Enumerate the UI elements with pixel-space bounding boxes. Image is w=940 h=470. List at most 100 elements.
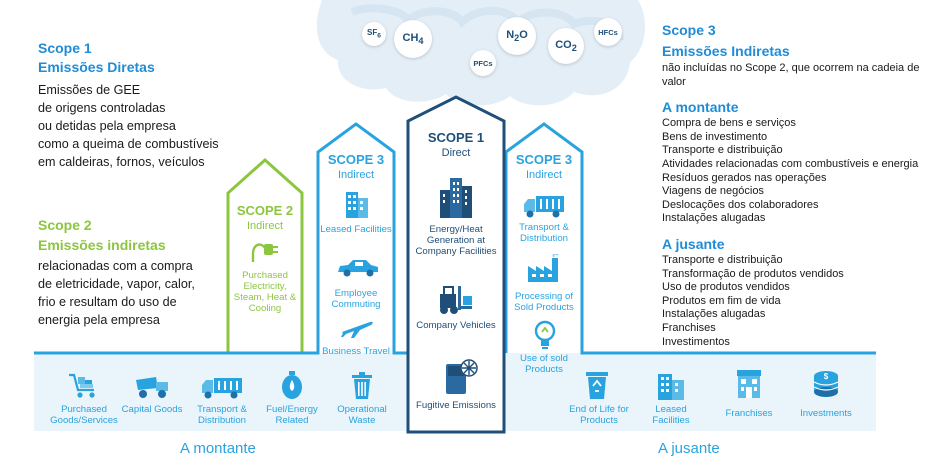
scope3-upstream-pillar: [34, 122, 410, 355]
scope2-description: Scope 2 Emissões indiretas relacionadas …: [38, 217, 238, 329]
scope2-line: de eletricidade, vapor, calor,: [38, 277, 195, 291]
scope3-description: Scope 3 Emissões Indiretas não incluídas…: [662, 22, 934, 349]
upstream-item: Instalações alugadas: [662, 212, 766, 225]
downstream-item: Produtos em fim de vida: [662, 294, 781, 307]
downstream-footer: A jusante: [658, 440, 720, 457]
upstream-item: Deslocações dos colaboradores: [662, 198, 819, 211]
ch4-bubble: CH4: [394, 20, 432, 58]
ghg-cloud: SF6 CH4 N2O CO2 HFCs PFCs: [312, 0, 648, 108]
dump-truck-icon: [136, 377, 168, 398]
scope1-header: SCOPE 1 Direct: [408, 130, 504, 159]
use-sold-products-label: Use of sold Products: [520, 353, 568, 375]
upstream-item: Bens de investimento: [662, 130, 768, 143]
scope3down-pillar-sub: Indirect: [525, 169, 563, 181]
scope2-line: frio e resultam do uso de: [38, 295, 177, 309]
storefront-icon: [737, 370, 761, 398]
upstream-item: Resíduos gerados nas operações: [662, 171, 827, 184]
delivery-truck-icon: [524, 196, 564, 218]
scope3-intro: não incluídas no Scope 2, que ocorrem na…: [662, 62, 920, 88]
leased-facilities-icon: [346, 192, 368, 218]
n2o-bubble: N2O: [498, 17, 536, 55]
scope2-body: relacionadas com a compra de eletricidad…: [38, 257, 238, 329]
upstream-list: Compra de bens e serviços Bens de invest…: [662, 117, 934, 226]
scope3up-pillar-title: SCOPE 3: [327, 152, 385, 167]
scope3up-header: SCOPE 3 Indirect: [318, 152, 394, 181]
business-travel-label: Business Travel: [322, 346, 390, 357]
franchises-label: Franchises: [725, 408, 773, 419]
leased-building-icon: [658, 374, 684, 400]
scope3-subtitle: Emissões Indiretas: [662, 43, 790, 59]
scope2-pillar-title: SCOPE 2: [236, 203, 294, 218]
scope1-pillar-title: SCOPE 1: [427, 130, 485, 145]
scope2-line: relacionadas com a compra: [38, 259, 193, 273]
trash-bin-icon: [352, 372, 372, 399]
n2o-label: N2O: [506, 28, 528, 44]
pfcs-bubble: PFCs: [470, 50, 496, 76]
scope1-description: Scope 1 Emissões Diretas Emissões de GEE…: [38, 40, 258, 171]
scope1-subtitle: Emissões Diretas: [38, 59, 155, 75]
scope1-pillar: [406, 95, 506, 434]
fugitive-emissions-icon: [446, 359, 478, 394]
scope1-title: Scope 1: [38, 40, 92, 56]
scope1-line: em caldeiras, fornos, veículos: [38, 155, 205, 169]
scope3-downstream-pillar: [504, 122, 876, 355]
hfcs-bubble: HFCs: [594, 18, 622, 46]
airplane-icon: [341, 321, 373, 338]
hfcs-label: HFCs: [598, 27, 618, 37]
scope3up-pillar-sub: Indirect: [337, 169, 375, 181]
leased-facilities-downstream-label: Leased Facilities: [652, 404, 690, 426]
co2-label: CO2: [555, 38, 577, 54]
downstream-heading: A jusante: [662, 235, 725, 252]
investments-label: Investments: [800, 408, 852, 419]
scope2-header: SCOPE 2 Indirect: [228, 203, 302, 232]
downstream-item: Franchises: [662, 321, 716, 334]
operational-waste-label: Operational Waste: [337, 404, 387, 426]
upstream-item: Transporte e distribuição: [662, 144, 783, 157]
downstream-item: Transformação de produtos vendidos: [662, 267, 844, 280]
office-buildings-icon: [440, 178, 472, 218]
investments-coins-icon: $: [813, 371, 839, 397]
scope1-pillar-sub: Direct: [441, 147, 471, 159]
lightbulb-icon: [534, 320, 556, 349]
transport-distribution-upstream-label: Transport & Distribution: [197, 404, 247, 426]
forklift-icon: [440, 286, 472, 314]
scope1-body: Emissões de GEE de origens controladas o…: [38, 81, 258, 171]
factory-icon: [528, 254, 559, 282]
downstream-item: Instalações alugadas: [662, 308, 766, 321]
transport-truck-icon: [202, 378, 242, 399]
scope2-pillar-sub: Indirect: [246, 220, 284, 232]
gas-tank-icon: [282, 371, 302, 399]
capital-goods-label: Capital Goods: [121, 404, 183, 415]
upstream-footer: A montante: [180, 440, 256, 457]
downstream-item: Investimentos: [662, 335, 730, 348]
shopping-cart-icon: [69, 373, 95, 398]
scope1-line: ou detidas pela empresa: [38, 119, 176, 133]
scope2-title: Scope 2: [38, 217, 92, 233]
pfcs-label: PFCs: [473, 58, 493, 68]
company-vehicles-label: Company Vehicles: [416, 320, 496, 331]
end-of-life-label: End of Life for Products: [569, 404, 629, 426]
sf6-bubble: SF6: [362, 22, 386, 46]
scope3down-pillar-title: SCOPE 3: [515, 152, 573, 167]
processing-sold-products-label: Processing of Sold Products: [514, 291, 574, 313]
fugitive-emissions-label: Fugitive Emissions: [416, 400, 496, 411]
scope2-label: Purchased Electricity, Steam, Heat & Coo…: [233, 270, 297, 314]
ch4-label: CH4: [402, 31, 424, 47]
employee-commuting-label: Employee Commuting: [331, 288, 381, 310]
scope2-line: energia pela empresa: [38, 313, 160, 327]
car-icon: [338, 260, 378, 277]
downstream-item: Transporte e distribuição: [662, 253, 783, 266]
downstream-item: Uso de produtos vendidos: [662, 281, 790, 294]
upstream-item: Atividades relacionadas com combustíveis…: [662, 157, 919, 170]
energy-generation-label: Energy/Heat Generation at Company Facili…: [415, 224, 497, 257]
co2-bubble: CO2: [548, 28, 584, 64]
scope1-line: como a queima de combustíveis: [38, 137, 219, 151]
plug-icon: [251, 243, 278, 262]
upstream-item: Viagens de negócios: [662, 185, 764, 198]
scope1-line: de origens controladas: [38, 101, 166, 115]
svg-text:$: $: [824, 372, 829, 381]
scope1-line: Emissões de GEE: [38, 83, 141, 97]
upstream-heading: A montante: [662, 99, 739, 116]
scope2-pillar: [226, 157, 304, 353]
transport-distribution-label: Transport & Distribution: [519, 222, 569, 244]
